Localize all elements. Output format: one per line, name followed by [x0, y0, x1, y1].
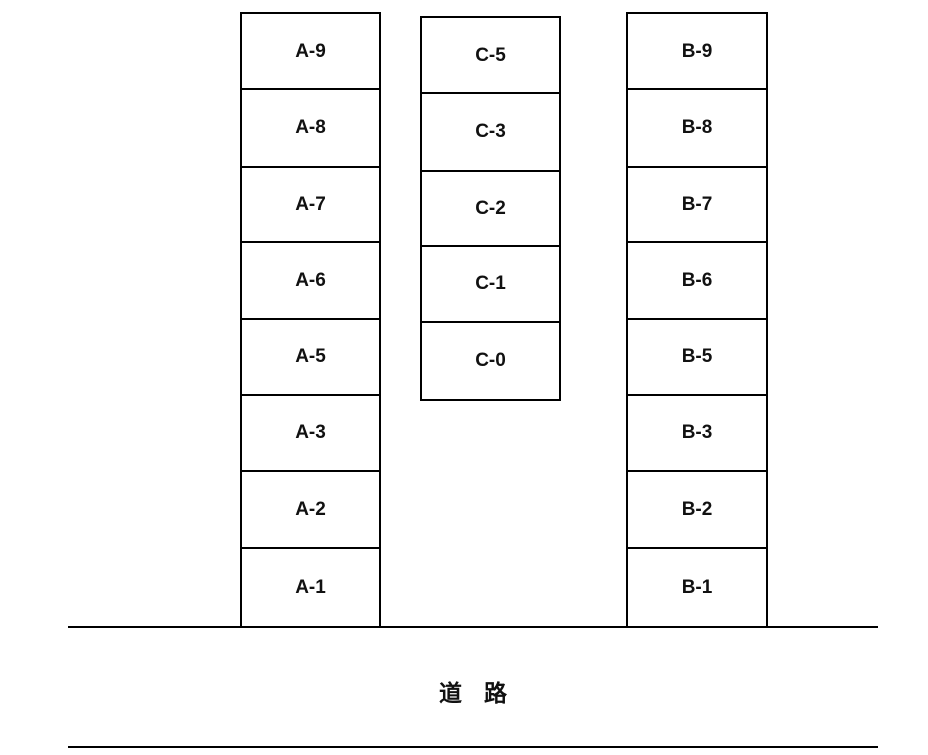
- parking-space-c-3: C-3: [420, 92, 561, 172]
- parking-space-c-0: C-0: [420, 321, 561, 401]
- parking-space-b-6: B-6: [626, 241, 768, 320]
- parking-space-a-1: A-1: [240, 547, 381, 628]
- parking-space-a-5: A-5: [240, 318, 381, 396]
- parking-space-a-7: A-7: [240, 166, 381, 243]
- parking-space-c-2: C-2: [420, 170, 561, 247]
- parking-space-b-8: B-8: [626, 88, 768, 168]
- parking-space-a-8: A-8: [240, 88, 381, 168]
- parking-space-b-1: B-1: [626, 547, 768, 628]
- road-label: 道路: [439, 681, 529, 707]
- road-bottom-edge: [68, 746, 878, 748]
- parking-space-a-3: A-3: [240, 394, 381, 472]
- parking-space-b-5: B-5: [626, 318, 768, 396]
- parking-space-b-9: B-9: [626, 12, 768, 91]
- parking-space-c-1: C-1: [420, 245, 561, 323]
- parking-space-a-9: A-9: [240, 12, 381, 91]
- parking-space-c-5: C-5: [420, 16, 561, 95]
- parking-space-a-6: A-6: [240, 241, 381, 320]
- parking-space-b-2: B-2: [626, 470, 768, 549]
- parking-space-a-2: A-2: [240, 470, 381, 549]
- road-top-edge: [68, 626, 878, 628]
- parking-space-b-3: B-3: [626, 394, 768, 472]
- parking-space-b-7: B-7: [626, 166, 768, 243]
